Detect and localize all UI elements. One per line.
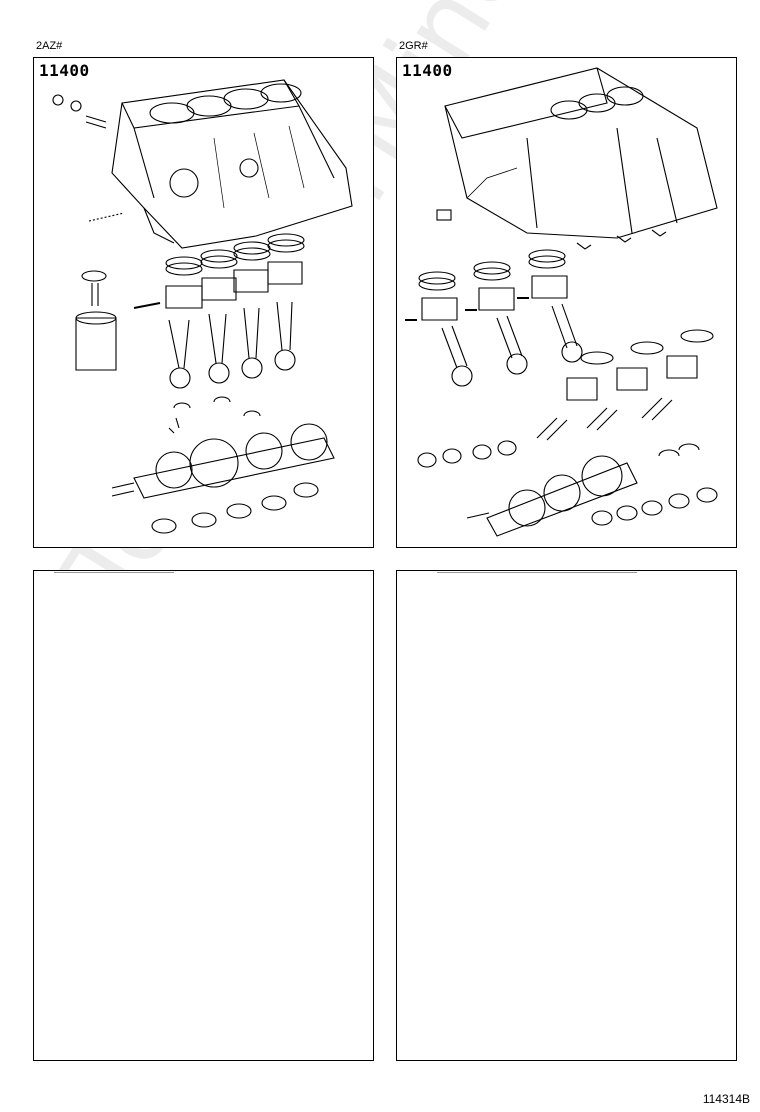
part-number-2gr: 11400: [402, 61, 453, 80]
engine-label-2gr: 2GR#: [399, 40, 428, 52]
panel-empty-bottom-left: [33, 570, 374, 1061]
engine-label-2az: 2AZ#: [36, 40, 63, 52]
part-number-2az: 11400: [39, 61, 90, 80]
sheet-code: 114314B: [702, 1092, 750, 1106]
panel-empty-bottom-right: [396, 570, 737, 1061]
engine-block-2az-illustration: [52, 79, 353, 534]
panel-2az-diagram[interactable]: 11400: [33, 57, 374, 548]
engine-block-2gr-illustration: [405, 67, 718, 537]
divider: [437, 572, 637, 573]
divider: [54, 572, 174, 573]
panel-2gr-diagram[interactable]: 11400: [396, 57, 737, 548]
